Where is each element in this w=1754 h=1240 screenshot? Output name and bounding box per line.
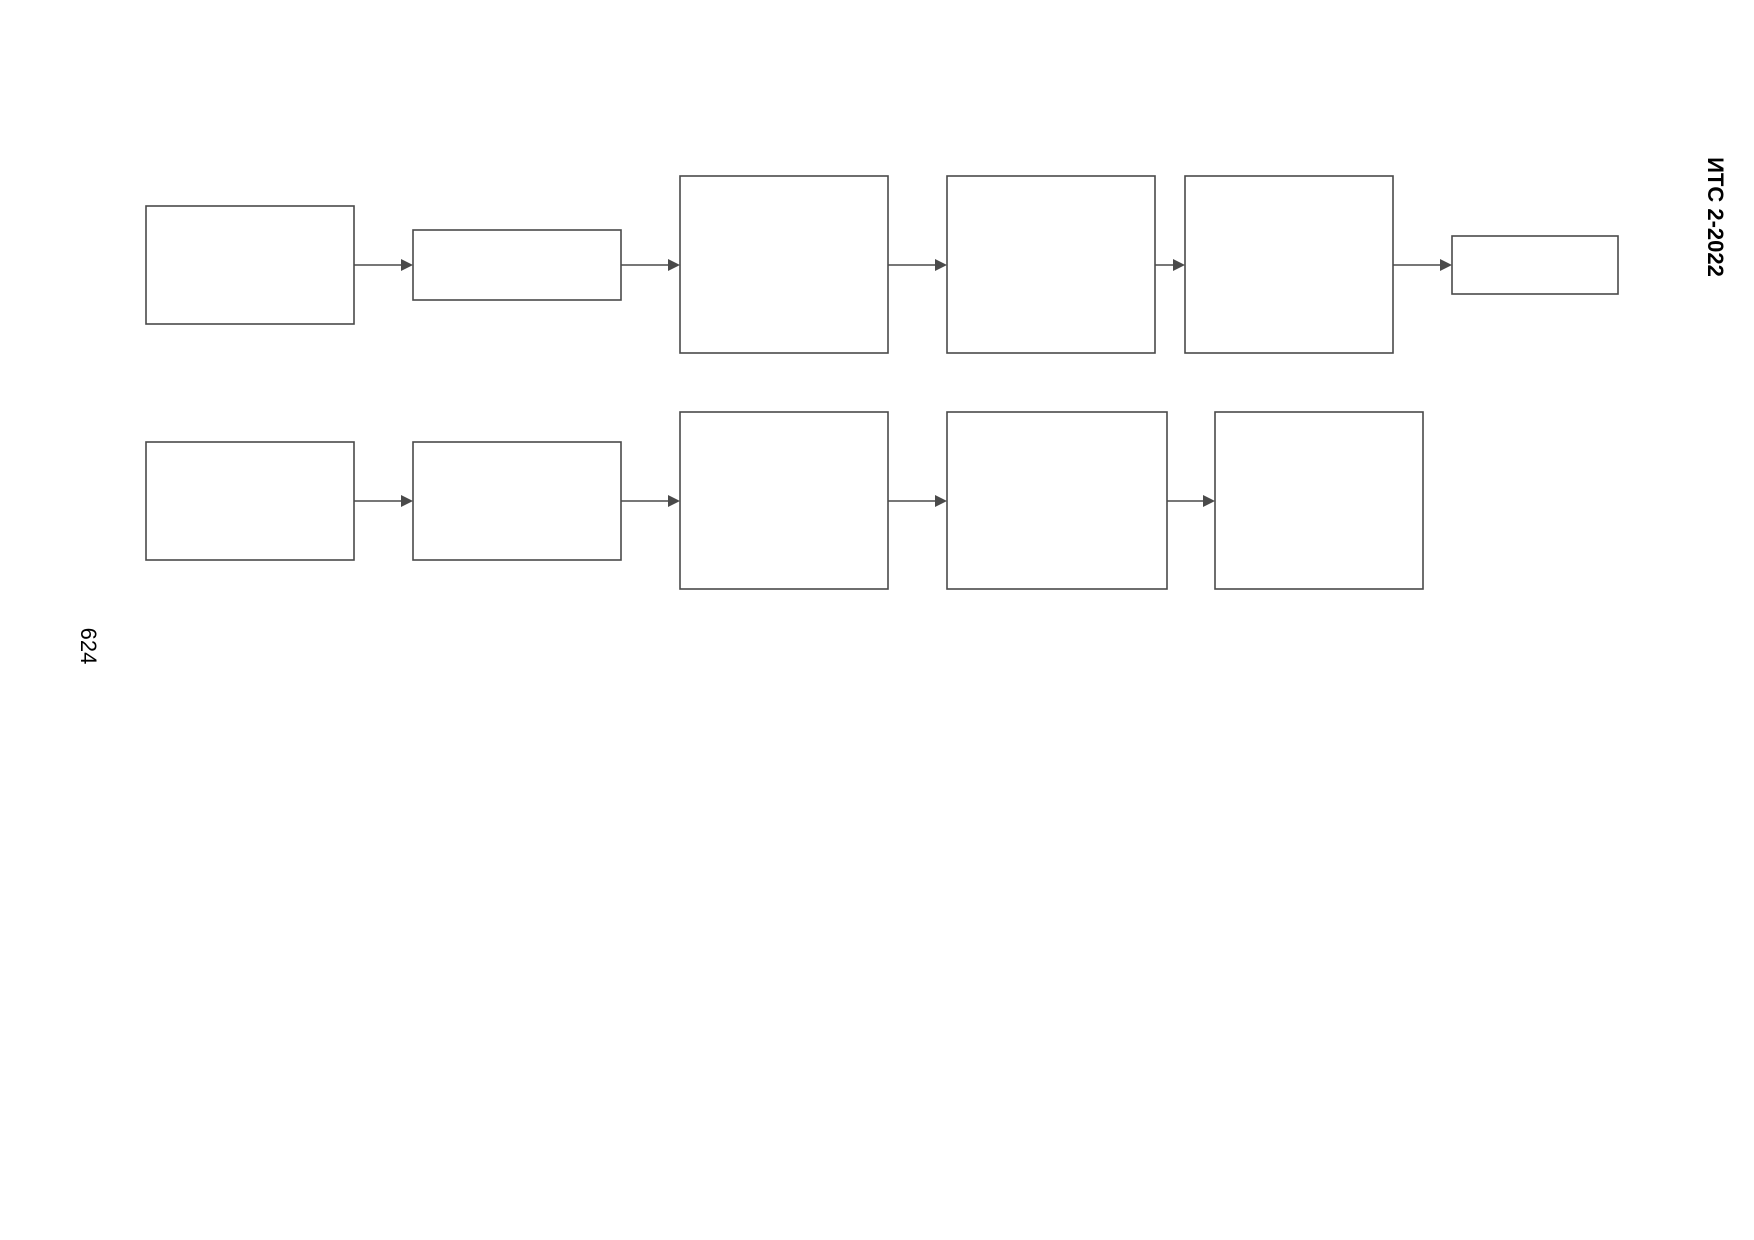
row1-box-3 (679, 175, 889, 354)
row2-arrow-2 (621, 495, 680, 507)
row2-box-3 (679, 411, 889, 590)
flow-row-2 (145, 411, 1424, 590)
row1-arrow-4 (1155, 259, 1185, 271)
row2-arrow-4 (1167, 495, 1215, 507)
row1-arrow-5 (1393, 259, 1452, 271)
page-number: 624 (76, 627, 101, 665)
document-code: ИТС 2-2022 (1703, 157, 1728, 277)
row1-arrow-3 (888, 259, 947, 271)
row1-box-6 (1451, 235, 1619, 295)
row2-box-5 (1214, 411, 1424, 590)
row2-arrow-3 (888, 495, 947, 507)
row2-box-1 (145, 441, 355, 561)
row2-box-4 (946, 411, 1168, 590)
row1-box-4 (946, 175, 1156, 354)
row1-arrow-2 (621, 259, 680, 271)
flow-row-1 (145, 175, 1619, 354)
row1-box-5 (1184, 175, 1394, 354)
row2-box-2 (412, 441, 622, 561)
row1-box-1 (145, 205, 355, 325)
row2-arrow-1 (354, 495, 413, 507)
row1-arrow-1 (354, 259, 413, 271)
row1-box-2 (412, 229, 622, 301)
